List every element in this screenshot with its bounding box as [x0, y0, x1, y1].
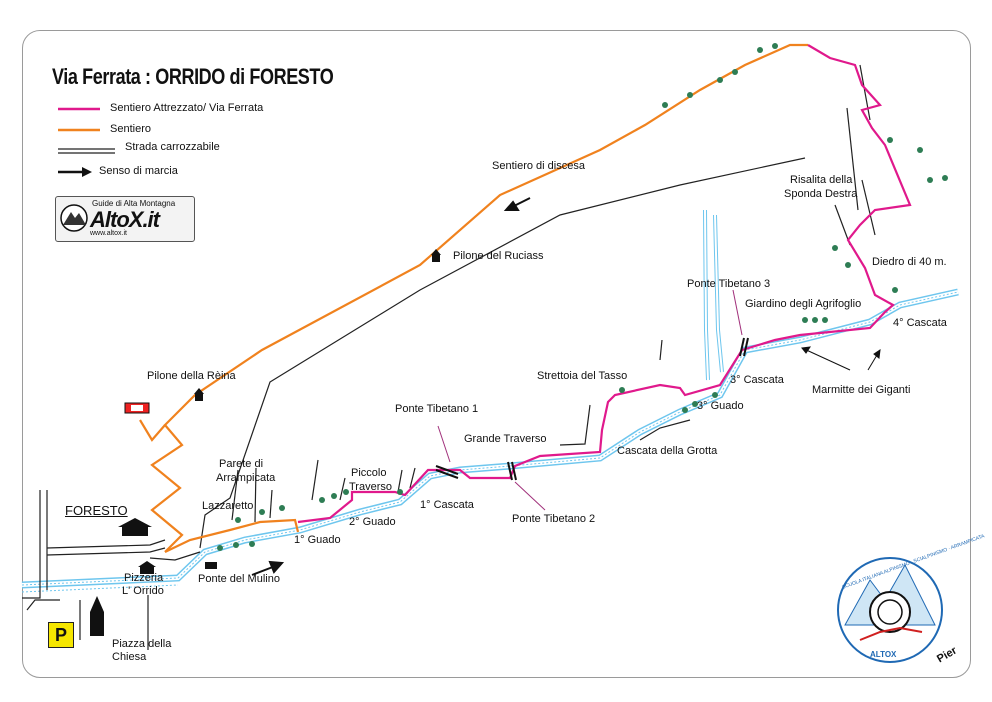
label-pizzeria-2: L' Orrido [122, 585, 164, 597]
legend-via-ferrata: Sentiero Attrezzato/ Via Ferrata [110, 102, 264, 114]
label-pilone-ruciass: Pilone del Ruciass [453, 250, 544, 262]
label-grande-traverso: Grande Traverso [464, 433, 547, 445]
school-logo-name: ALTOX [870, 650, 897, 659]
label-cascata-1: 1° Cascata [420, 499, 474, 511]
direction-arrows [251, 197, 531, 576]
label-parete-2: Arrampicata [216, 472, 276, 484]
start-sign [124, 402, 150, 414]
marmitte-arrows [801, 346, 881, 371]
label-strettoia: Strettoia del Tasso [537, 370, 628, 382]
map-title: Via Ferrata : ORRIDO di FORESTO [52, 64, 334, 89]
label-marmitte: Marmitte dei Giganti [812, 384, 911, 396]
via-ferrata-route [297, 44, 912, 524]
label-ponte-tibetano-2: Ponte Tibetano 2 [512, 513, 596, 525]
label-ponte-tibetano-1: Ponte Tibetano 1 [395, 403, 479, 415]
label-pizzeria-1: Pizzeria [124, 572, 164, 584]
buildings [90, 249, 441, 636]
label-guado-3: 3° Guado [697, 400, 744, 412]
cliff-marks [231, 64, 876, 523]
label-pilone-reina: Pilone della Rèina [147, 370, 236, 382]
label-piccolo-2: Traverso [349, 481, 392, 493]
label-sentiero-discesa: Sentiero di discesa [492, 160, 585, 172]
legend-strada: Strada carrozzabile [125, 141, 220, 153]
ponti-tibetani [435, 337, 749, 481]
mountain-icon [60, 204, 88, 232]
label-risalita-2: Sponda Destra [784, 188, 858, 200]
label-parete-1: Parete di [219, 458, 264, 470]
legend-sentiero: Sentiero [110, 123, 151, 135]
sentiero-trail [139, 43, 808, 553]
trees [217, 43, 948, 551]
label-risalita-1: Risalita della [790, 174, 853, 186]
logo-url: www.altox.it [90, 230, 127, 237]
label-ponte-mulino: Ponte del Mulino [198, 573, 280, 585]
altox-logo[interactable]: Guide di Alta Montagna AltoX.it www.alto… [55, 196, 195, 242]
label-piazza-2: Chiesa [112, 651, 147, 663]
label-lazzaretto: Lazzaretto [202, 500, 254, 512]
label-giardino: Giardino degli Agrifoglio [745, 298, 862, 310]
label-cascata-grotta: Cascata della Grotta [617, 445, 718, 457]
label-cascata-3: 3° Cascata [730, 374, 784, 386]
label-guado-2: 2° Guado [349, 516, 396, 528]
label-ponte-tibetano-3: Ponte Tibetano 3 [687, 278, 771, 290]
label-guado-1: 1° Guado [294, 534, 341, 546]
label-cascata-4: 4° Cascata [893, 317, 947, 329]
stream [21, 209, 959, 593]
label-piccolo-1: Piccolo [351, 467, 387, 479]
roads [22, 157, 806, 650]
label-diedro: Diedro di 40 m. [872, 256, 947, 268]
label-foresto: FORESTO [65, 503, 128, 518]
label-piazza-1: Piazza della [112, 638, 172, 650]
map-frame [22, 30, 971, 678]
legend-senso-marcia: Senso di marcia [99, 165, 178, 177]
parking-sign: P [48, 622, 74, 648]
logo-name: AltoX.it [90, 207, 160, 232]
school-logo [837, 557, 943, 663]
legend-lines [58, 107, 115, 177]
logo-tagline: Guide di Alta Montagna [92, 199, 176, 208]
pointer-lines [437, 289, 743, 511]
